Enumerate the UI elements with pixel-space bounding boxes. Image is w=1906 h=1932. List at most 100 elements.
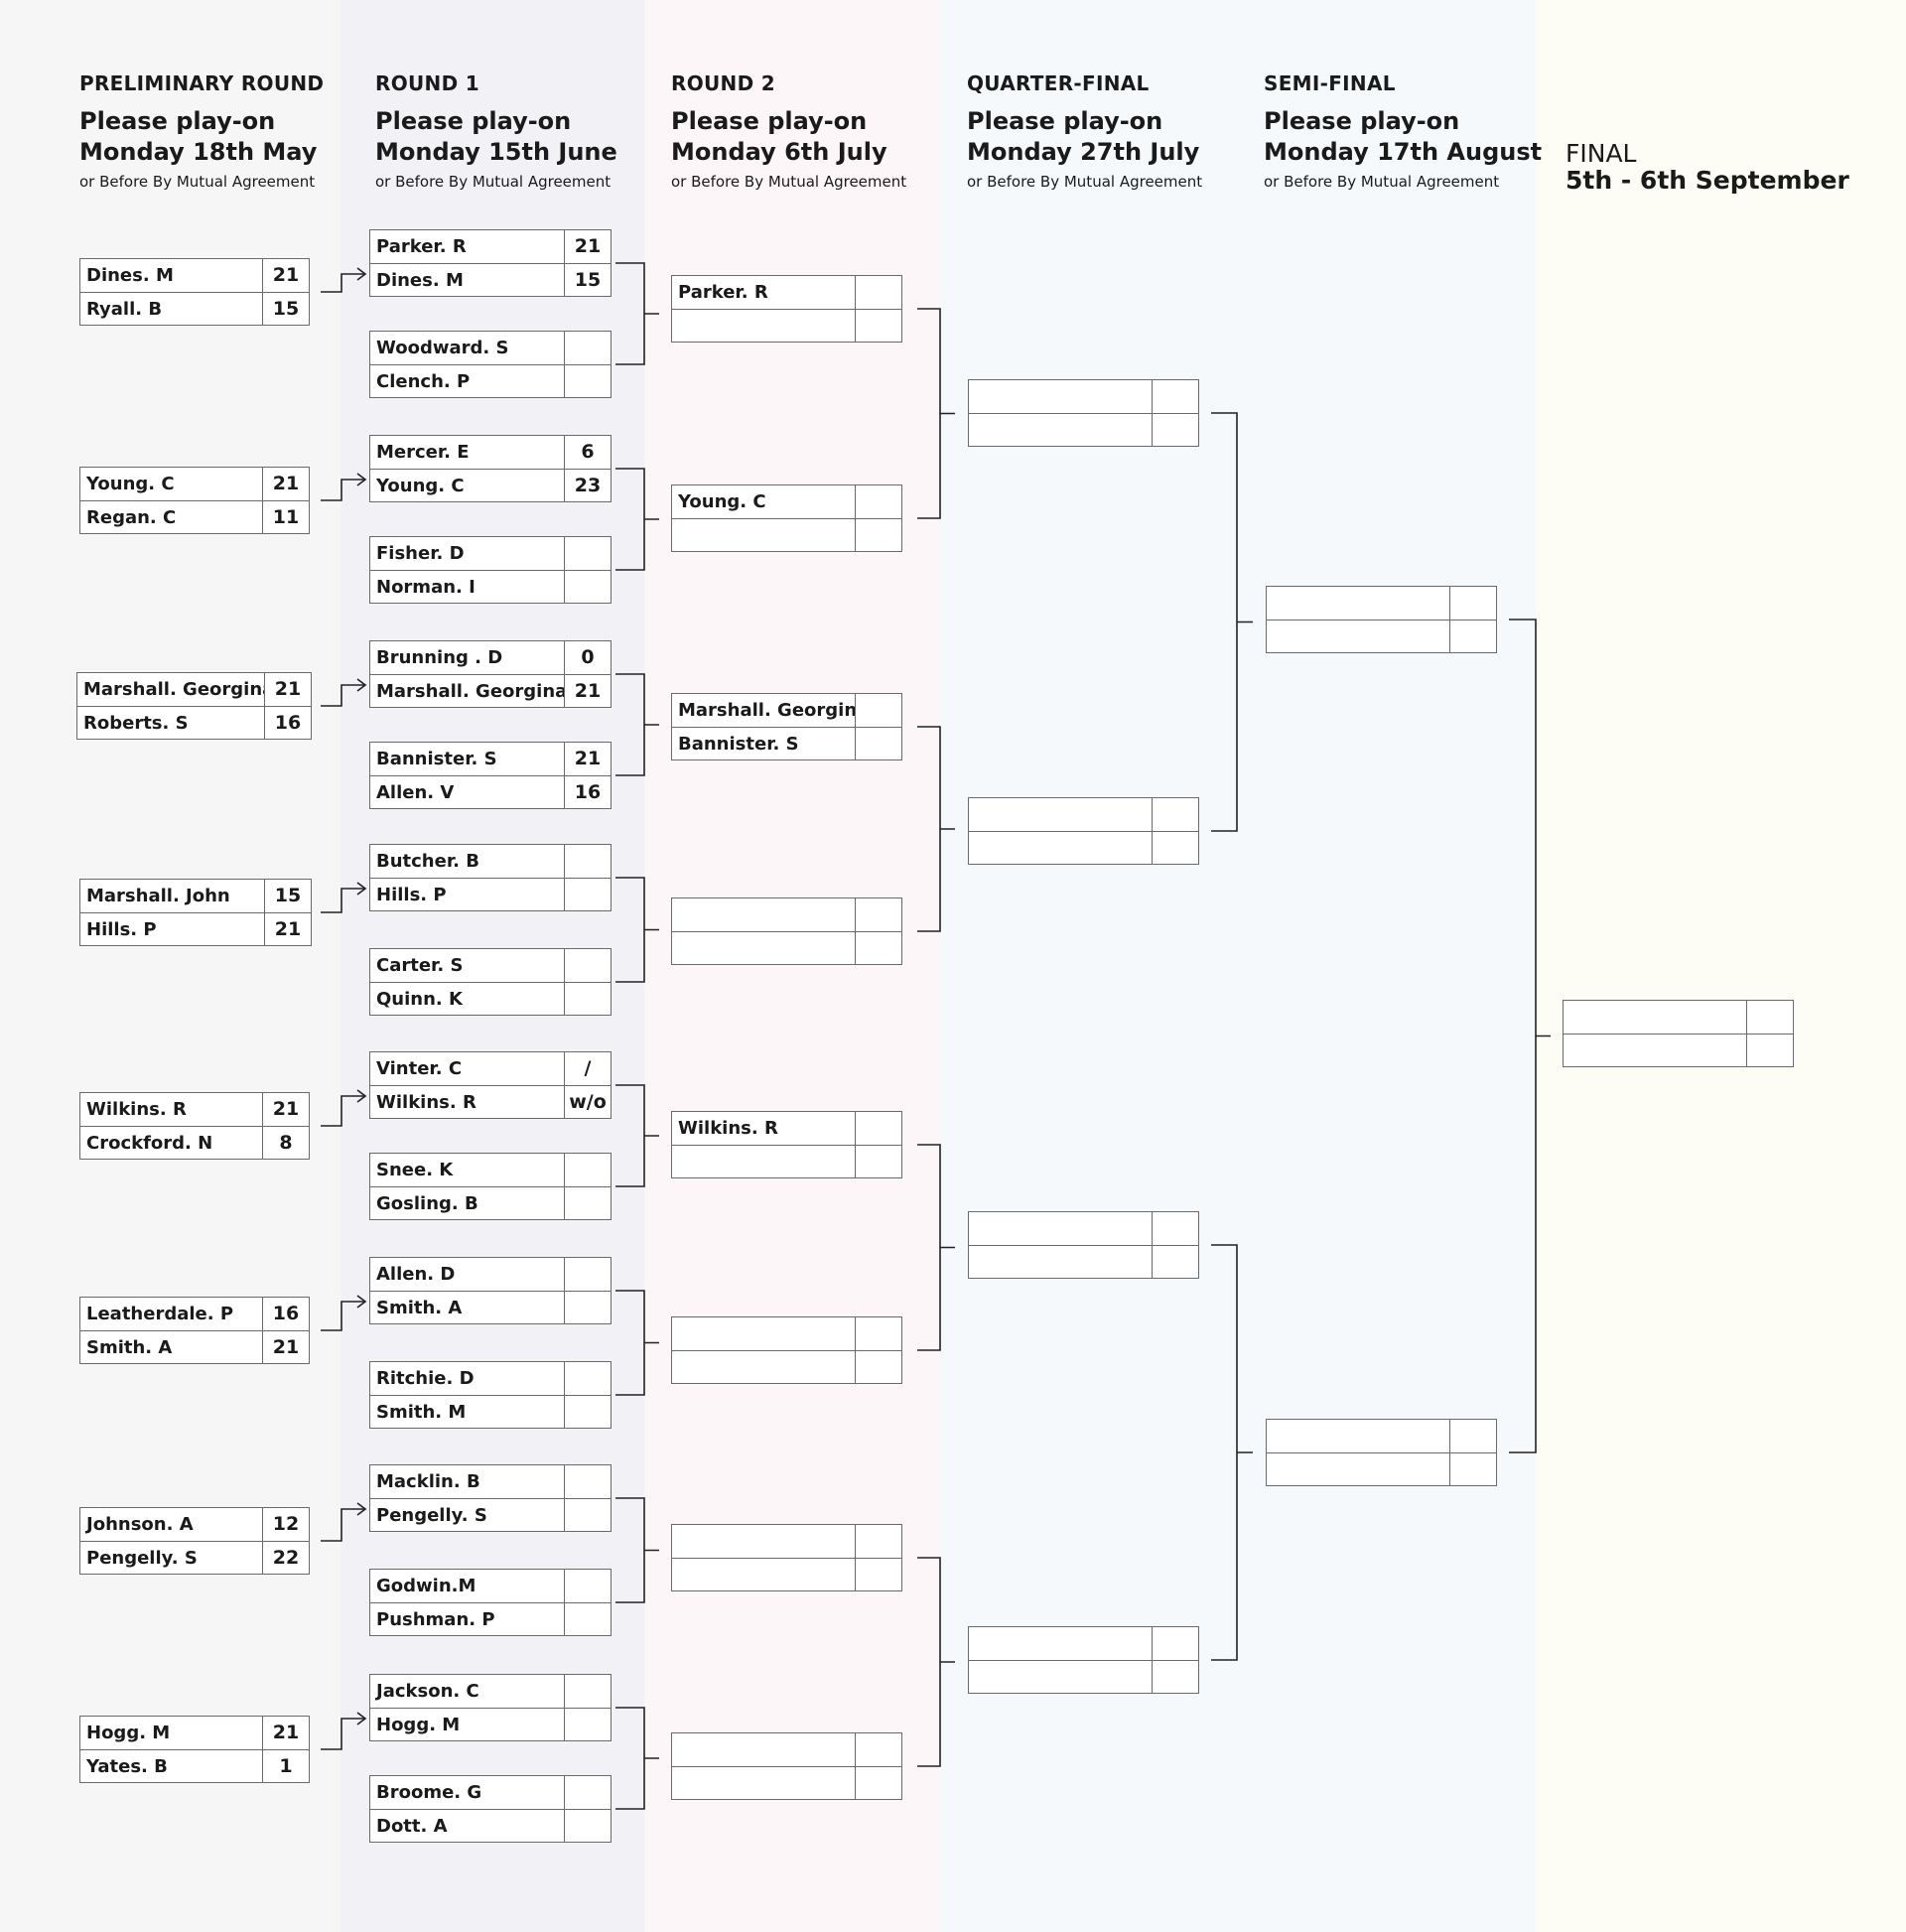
player-name [672,1525,855,1558]
player-score [855,1767,901,1799]
player-score [855,1351,901,1383]
player-name: Macklin. B [376,1471,480,1492]
player-score [564,1362,611,1395]
round-date-line2: Monday 17th August [1264,138,1543,166]
player-name: Brunning . D [376,647,503,668]
player-score: 16 [262,1298,309,1330]
player-name: Ritchie. D [376,1368,475,1389]
final-date: 5th - 6th September [1566,166,1849,195]
player-score [1746,1001,1793,1034]
match-player-row: Bannister. S [672,727,901,759]
player-name: Jackson. C [376,1681,479,1702]
match-player-row: Carter. S [370,949,611,982]
match-player-row: Pushman. P [370,1602,611,1635]
player-name: Snee. K [376,1160,454,1180]
header-round1: ROUND 1 Please play-on Monday 15th June … [375,71,617,192]
player-name: Marshall. Georgina [376,681,564,702]
advance-arrow-head [356,473,367,486]
match-player-row: Gosling. B [370,1186,611,1219]
player-score [1152,1246,1198,1278]
round-note: or Before By Mutual Agreement [375,173,612,191]
header-quarter: QUARTER-FINAL Please play-on Monday 27th… [967,71,1202,192]
match-player-row [969,1627,1198,1660]
match-player-row [672,1766,901,1799]
player-score: w/o [564,1086,611,1118]
band-quarter-semi [940,0,1536,1932]
advance-arrow-head [356,882,367,896]
round1-match: Snee. K Gosling. B [369,1153,612,1220]
round-note: or Before By Mutual Agreement [671,173,907,191]
match-player-row [672,1350,901,1383]
player-score: 16 [564,776,611,808]
match-player-row: Allen. D [370,1258,611,1291]
match-player-row: Norman. I [370,570,611,603]
match-player-row [969,1245,1198,1278]
bracket-connector [615,1707,659,1810]
round2-match [671,1732,902,1800]
round-date-line1: Please play-on [671,107,868,135]
player-score [855,1733,901,1766]
player-name: Carter. S [376,955,464,976]
advance-arrow-head [356,1712,367,1725]
header-semi: SEMI-FINAL Please play-on Monday 17th Au… [1264,71,1542,192]
player-score [564,571,611,603]
match-player-row: Jackson. C [370,1675,611,1708]
bracket-connector [1509,619,1551,1453]
round-name: QUARTER-FINAL [967,71,1150,95]
player-score [564,1154,611,1186]
player-name: Ryall. B [86,299,163,320]
player-score [564,1570,611,1602]
player-score [855,932,901,964]
player-score [564,845,611,878]
round2-match [671,1524,902,1591]
player-score [1449,1453,1496,1485]
player-score [855,694,901,727]
match-player-row [672,1525,901,1558]
match-player-row: Fisher. D [370,537,611,570]
player-score [1449,587,1496,620]
round-name: SEMI-FINAL [1264,71,1396,95]
match-player-row [672,309,901,342]
player-score: 21 [262,259,309,292]
match-player-row: Vinter. C/ [370,1052,611,1085]
player-name: Mercer. E [376,442,470,463]
match-player-row: Ritchie. D [370,1362,611,1395]
player-score [564,365,611,397]
player-name: Hogg. M [376,1715,461,1735]
match-player-row: Young. C [672,485,901,518]
player-name [969,798,1152,831]
advance-arrow-head [356,1295,367,1309]
player-score [564,1396,611,1428]
round-date-line2: Monday 15th June [375,138,617,166]
advance-arrow-line [321,684,365,707]
match-player-row: Macklin. B [370,1465,611,1498]
player-name: Bannister. S [376,749,497,769]
advance-arrow-head [356,678,367,692]
player-name: Roberts. S [83,713,189,734]
player-name: Smith. A [86,1337,173,1358]
advance-arrow-line [321,1301,365,1331]
player-name [672,1317,855,1350]
advance-arrow-head [356,1502,367,1516]
player-score [564,949,611,982]
bracket-connector [917,1557,955,1767]
round2-match: Young. C [671,484,902,552]
round-date-line1: Please play-on [375,107,572,135]
